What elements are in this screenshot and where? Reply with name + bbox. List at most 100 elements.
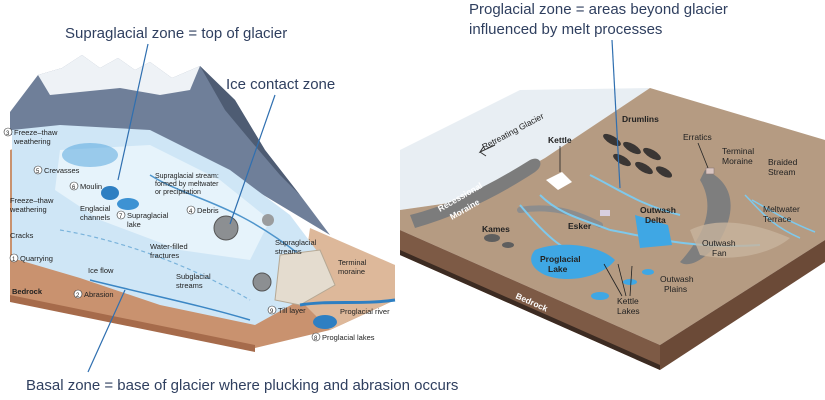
label-esker: Esker bbox=[568, 221, 592, 231]
label-outwash-plains-1: Outwash bbox=[660, 274, 694, 284]
label-outwash-fan-1: Outwash bbox=[702, 238, 736, 248]
right-glacier-diagram: Retreating Glacier Kettle Drumlins Errat… bbox=[400, 88, 825, 370]
label-drumlins: Drumlins bbox=[622, 114, 659, 124]
label-braided-1: Braided bbox=[768, 157, 798, 167]
label-proglacial-lake-1: Proglacial bbox=[540, 254, 581, 264]
terminal-moraine-ground bbox=[300, 228, 395, 330]
supraglacial-streams bbox=[149, 174, 301, 256]
till-layer bbox=[274, 249, 336, 306]
num-marker-5 bbox=[33, 165, 43, 175]
label-abrasion: Abrasion bbox=[84, 290, 114, 299]
left-mountain-ridge bbox=[200, 66, 300, 195]
label-outwash-delta-2: Delta bbox=[645, 215, 666, 225]
ice-contact-caption: Ice contact zone bbox=[226, 76, 336, 93]
label-proglacial-river: Proglacial river bbox=[340, 307, 390, 316]
label-meltwater-2: Terrace bbox=[763, 214, 792, 224]
label-debris: Debris bbox=[197, 206, 219, 215]
leader-erratics bbox=[697, 142, 709, 169]
block-front-left bbox=[400, 230, 660, 370]
num-1: 1 bbox=[12, 257, 16, 263]
outwash-delta bbox=[635, 215, 672, 248]
num-marker-7 bbox=[116, 210, 126, 220]
supraglacial-meltwater bbox=[62, 143, 118, 167]
label-supraglacial-stream-3: or precipitation bbox=[155, 189, 201, 196]
label-subglacial-2: streams bbox=[176, 281, 203, 290]
num-marker-1 bbox=[9, 253, 19, 263]
pointer-basal bbox=[87, 289, 126, 373]
label-supraglacial-stream-1: Supraglacial stream: bbox=[155, 173, 219, 180]
recessional-moraine bbox=[410, 158, 541, 228]
label-quarrying: Quarrying bbox=[20, 254, 53, 263]
left-bedrock-front bbox=[10, 295, 255, 352]
label-supraglacial-lake-1: Supraglacial bbox=[127, 211, 169, 220]
label-ice-flow: Ice flow bbox=[88, 266, 114, 275]
num-3: 3 bbox=[6, 131, 10, 137]
debris-boulder-1 bbox=[213, 215, 239, 241]
label-supraglacial-stream-2: formed by meltwater bbox=[155, 181, 219, 188]
label-subglacial-1: Subglacial bbox=[176, 272, 211, 281]
label-meltwater-1: Meltwater bbox=[763, 204, 800, 214]
num-9: 9 bbox=[270, 309, 274, 315]
englacial-channel bbox=[59, 229, 251, 301]
braided-stream bbox=[744, 194, 816, 239]
kame-1 bbox=[484, 234, 500, 242]
land-surface bbox=[400, 88, 825, 345]
num-2: 2 bbox=[76, 293, 80, 299]
proglacial-river bbox=[299, 298, 396, 307]
label-till-layer: Till layer bbox=[278, 306, 306, 315]
label-englacial-2: channels bbox=[80, 213, 110, 222]
label-cracks: Cracks bbox=[10, 231, 34, 240]
kettle-lake-3 bbox=[642, 269, 654, 275]
label-erratics: Erratics bbox=[683, 132, 712, 142]
label-supraglacial-streams-2: streams bbox=[275, 247, 302, 256]
pointer-proglacial bbox=[611, 39, 621, 189]
label-englacial-1: Englacial bbox=[80, 204, 111, 213]
label-freeze-thaw-2b: weathering bbox=[9, 205, 47, 214]
erratic-boulder bbox=[705, 167, 715, 175]
supraglacial-lake bbox=[117, 198, 139, 210]
kettle-lake-2 bbox=[623, 279, 637, 285]
leader-kettle-lakes-2 bbox=[617, 263, 627, 297]
label-proglacial-lake-2: Lake bbox=[548, 264, 568, 274]
left-mountain-snow bbox=[38, 55, 200, 95]
proglacial-caption-line1: Proglacial zone = areas beyond glacier bbox=[469, 1, 728, 18]
label-kettle-lakes-1: Kettle bbox=[617, 296, 639, 306]
subglacial-stream bbox=[89, 279, 251, 321]
pointer-ice-contact bbox=[229, 94, 276, 225]
num-marker-8 bbox=[311, 332, 321, 342]
kettle-shape bbox=[546, 172, 572, 190]
proglacial-lake bbox=[531, 244, 615, 280]
outwash-fan bbox=[690, 222, 790, 258]
proglacial-lake-shape bbox=[313, 315, 337, 329]
label-kettle-lakes-2: Lakes bbox=[617, 306, 640, 316]
kettle-lake-1 bbox=[591, 292, 609, 300]
basal-caption: Basal zone = base of glacier where pluck… bbox=[26, 377, 459, 394]
num-marker-4 bbox=[186, 205, 196, 215]
label-proglacial-lakes: Proglacial lakes bbox=[322, 333, 375, 342]
label-terminal-moraine-left-1: Terminal bbox=[338, 258, 367, 267]
label-terminal-moraine-right-2: Moraine bbox=[722, 156, 753, 166]
label-kettle: Kettle bbox=[548, 135, 572, 145]
left-glacier-diagram: 3 Freeze–thaw weathering 5 Crevasses 6 M… bbox=[3, 55, 396, 352]
supraglacial-caption: Supraglacial zone = top of glacier bbox=[65, 25, 288, 42]
meltwater-streams bbox=[519, 174, 761, 263]
label-crevasses: Crevasses bbox=[44, 166, 80, 175]
label-freeze-thaw-1: Freeze–thaw bbox=[14, 128, 58, 137]
label-moulin: Moulin bbox=[80, 182, 102, 191]
proglacial-caption-line2: influenced by melt processes bbox=[469, 21, 663, 38]
num-6: 6 bbox=[72, 185, 76, 191]
label-supraglacial-lake-2: lake bbox=[127, 220, 141, 229]
debris-boulder-2 bbox=[262, 214, 274, 226]
drumlins-group bbox=[603, 133, 673, 178]
label-terminal-moraine-right-1: Terminal bbox=[722, 146, 754, 156]
leader-kettle-lakes-3 bbox=[629, 265, 633, 297]
debris-boulder-3 bbox=[252, 272, 272, 292]
num-8: 8 bbox=[314, 336, 318, 342]
block-bedrock-strip bbox=[400, 250, 660, 370]
num-7: 7 bbox=[119, 214, 123, 220]
label-water-filled-2: fractures bbox=[150, 251, 179, 260]
pointer-supraglacial bbox=[117, 43, 149, 181]
retreating-arrow bbox=[478, 144, 496, 157]
num-marker-6 bbox=[69, 181, 79, 191]
